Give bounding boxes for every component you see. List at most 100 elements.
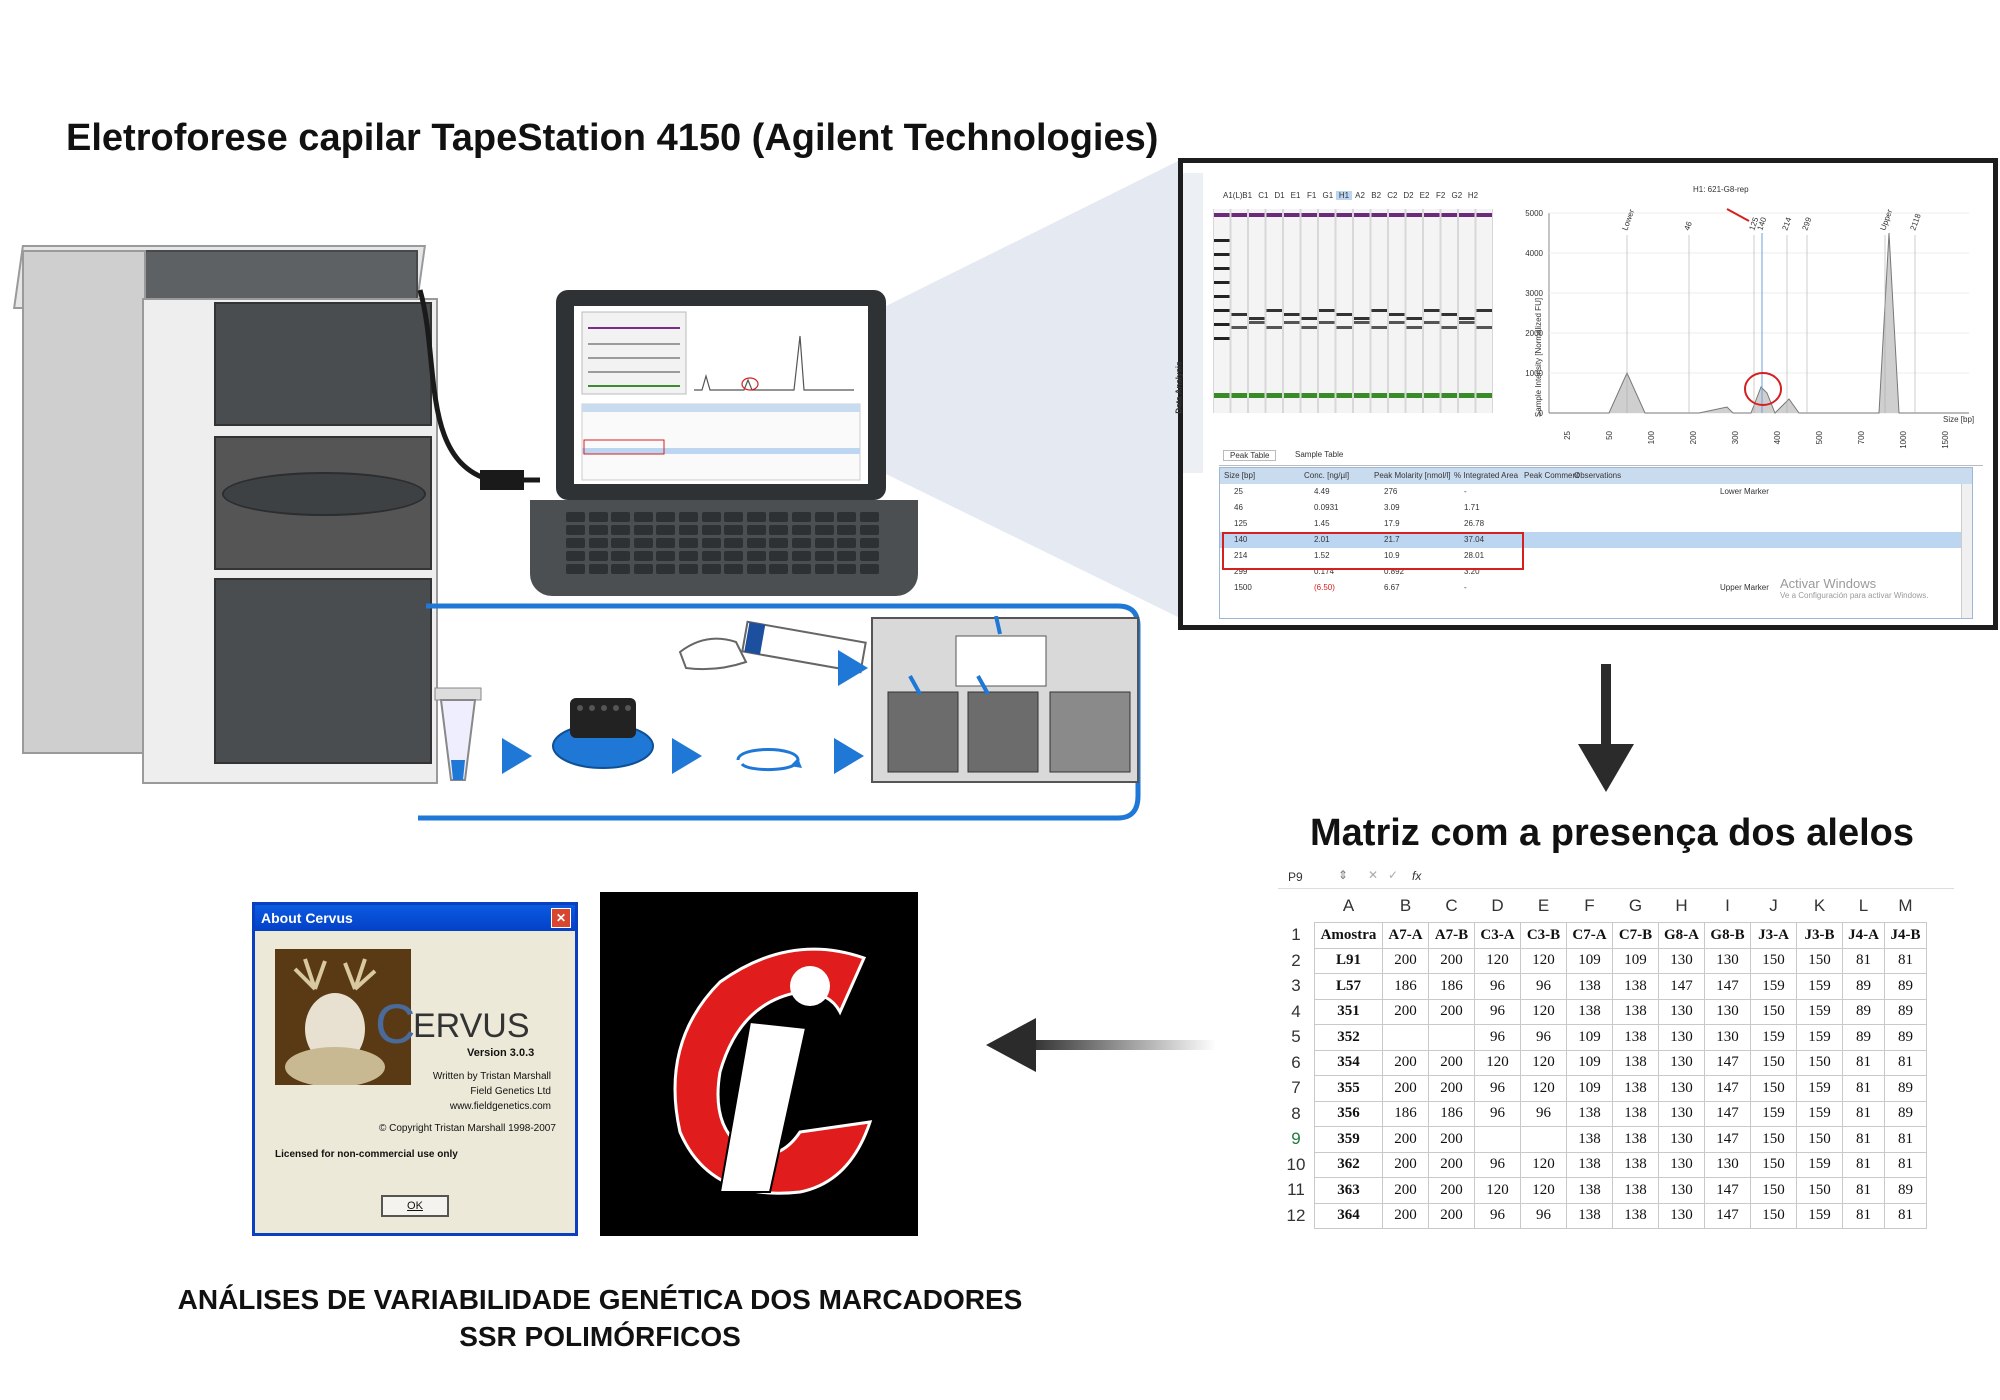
lane-label[interactable]: E1 [1290,191,1301,200]
sheet-cell[interactable]: 130 [1658,1202,1705,1229]
lane-label[interactable]: E2 [1419,191,1430,200]
sheet-cell[interactable]: 120 [1474,947,1521,974]
sheet-cell[interactable]: 150 [1796,1177,1843,1204]
table-scrollbar[interactable] [1961,484,1972,618]
sheet-header-cell[interactable]: C3-B [1520,922,1567,949]
sheet-cell[interactable]: 81 [1842,1151,1885,1178]
sheet-cell[interactable]: 200 [1428,1049,1475,1076]
confirm-icon[interactable]: ✓ [1388,868,1399,882]
sheet-cell[interactable]: 159 [1796,1024,1843,1051]
sheet-cell[interactable]: 147 [1704,1126,1751,1153]
sheet-cell[interactable]: 120 [1520,1049,1567,1076]
row-header[interactable]: 8 [1291,1103,1301,1123]
tab-sample-table[interactable]: Sample Table [1295,450,1344,459]
peak-table-column-header[interactable]: Observations [1574,471,1622,480]
sheet-cell[interactable]: 89 [1842,973,1885,1000]
sheet-cell[interactable]: 138 [1566,1100,1613,1127]
sheet-cell[interactable]: 130 [1658,1126,1705,1153]
sheet-header-cell[interactable]: J4-A [1842,922,1885,949]
lane-label[interactable]: H1 [1335,191,1352,200]
sheet-cell[interactable]: 89 [1884,1177,1927,1204]
sheet-cell[interactable]: 138 [1612,1126,1659,1153]
sheet-cell[interactable]: 200 [1382,1202,1429,1229]
sheet-cell[interactable]: 120 [1474,1177,1521,1204]
sheet-cell[interactable]: 150 [1750,1126,1797,1153]
corner-cell[interactable] [1278,890,1315,923]
sheet-cell[interactable]: 89 [1884,998,1927,1025]
sheet-cell[interactable]: 81 [1884,1049,1927,1076]
sheet-cell[interactable]: 96 [1474,998,1521,1025]
sheet-cell[interactable]: 200 [1428,998,1475,1025]
sheet-cell[interactable]: 200 [1382,1049,1429,1076]
sheet-cell[interactable]: 200 [1428,1202,1475,1229]
sheet-cell[interactable]: 354 [1314,1049,1383,1076]
column-header[interactable]: F [1566,890,1613,923]
sheet-cell[interactable]: 138 [1612,1151,1659,1178]
row-header[interactable]: 7 [1291,1078,1301,1098]
sheet-cell[interactable]: 130 [1658,1075,1705,1102]
cancel-icon[interactable]: ✕ [1368,868,1379,882]
lane-label[interactable]: C2 [1387,191,1398,200]
peak-table-column-header[interactable]: Peak Comment [1524,471,1580,480]
column-header[interactable]: L [1842,890,1885,923]
sheet-cell[interactable]: 150 [1750,1177,1797,1204]
sheet-cell[interactable]: 138 [1612,973,1659,1000]
sheet-cell[interactable]: 138 [1612,1177,1659,1204]
sheet-cell[interactable]: 355 [1314,1075,1383,1102]
sheet-cell[interactable]: 96 [1474,1024,1521,1051]
sheet-cell[interactable]: 138 [1566,1202,1613,1229]
sheet-cell[interactable]: 186 [1382,1100,1429,1127]
sheet-cell[interactable]: 138 [1612,1075,1659,1102]
sheet-cell[interactable]: 130 [1704,947,1751,974]
sheet-cell[interactable]: 351 [1314,998,1383,1025]
sheet-cell[interactable]: 89 [1884,1100,1927,1127]
sheet-header-cell[interactable]: G8-A [1658,922,1705,949]
sheet-cell[interactable]: 159 [1750,1024,1797,1051]
column-header[interactable]: I [1704,890,1751,923]
function-icon[interactable]: fx [1412,869,1422,883]
sheet-cell[interactable]: 200 [1428,1151,1475,1178]
sheet-cell[interactable]: L91 [1314,947,1383,974]
sheet-cell[interactable]: 200 [1428,1075,1475,1102]
cell-reference[interactable]: P9 [1288,870,1303,884]
sheet-cell[interactable]: 109 [1566,1024,1613,1051]
sheet-cell[interactable]: 147 [1704,1049,1751,1076]
row-header[interactable]: 4 [1291,1001,1301,1021]
sheet-cell[interactable]: 120 [1520,947,1567,974]
sheet-cell[interactable]: 89 [1884,1024,1927,1051]
sheet-cell[interactable]: 96 [1474,1202,1521,1229]
row-header[interactable]: 2 [1291,950,1301,970]
lane-label[interactable]: F2 [1436,191,1446,200]
namebox-dropdown-icon[interactable]: ⇕ [1338,868,1349,882]
sheet-cell[interactable]: 138 [1612,1202,1659,1229]
sheet-cell[interactable]: 96 [1520,1202,1567,1229]
peak-table-column-header[interactable]: Conc. [ng/µl] [1304,471,1350,480]
sheet-cell[interactable]: 138 [1612,1100,1659,1127]
close-icon[interactable]: ✕ [551,908,571,928]
sheet-cell[interactable]: 150 [1796,947,1843,974]
sheet-cell[interactable]: 147 [1704,1202,1751,1229]
sheet-cell[interactable]: 89 [1842,1024,1885,1051]
sheet-cell[interactable]: 89 [1842,998,1885,1025]
sheet-cell[interactable]: 186 [1428,1100,1475,1127]
sheet-cell[interactable]: 150 [1796,1126,1843,1153]
sheet-cell[interactable]: 147 [1704,973,1751,1000]
row-header[interactable]: 6 [1291,1052,1301,1072]
sheet-cell[interactable]: 81 [1842,1202,1885,1229]
sheet-cell[interactable]: 120 [1474,1049,1521,1076]
column-header[interactable]: K [1796,890,1843,923]
column-header[interactable]: C [1428,890,1475,923]
tab-peak-table[interactable]: Peak Table [1223,450,1277,461]
sheet-cell[interactable]: 96 [1520,973,1567,1000]
sheet-cell[interactable]: 150 [1750,1202,1797,1229]
sheet-cell[interactable]: 130 [1704,998,1751,1025]
sheet-cell[interactable]: 96 [1474,1151,1521,1178]
lane-label[interactable]: A1(L) [1223,191,1243,200]
sheet-cell[interactable]: 138 [1566,1177,1613,1204]
sheet-cell[interactable]: 96 [1520,1100,1567,1127]
lane-label[interactable]: D2 [1403,191,1414,200]
sheet-cell[interactable]: 96 [1474,973,1521,1000]
sheet-cell[interactable]: 96 [1520,1024,1567,1051]
